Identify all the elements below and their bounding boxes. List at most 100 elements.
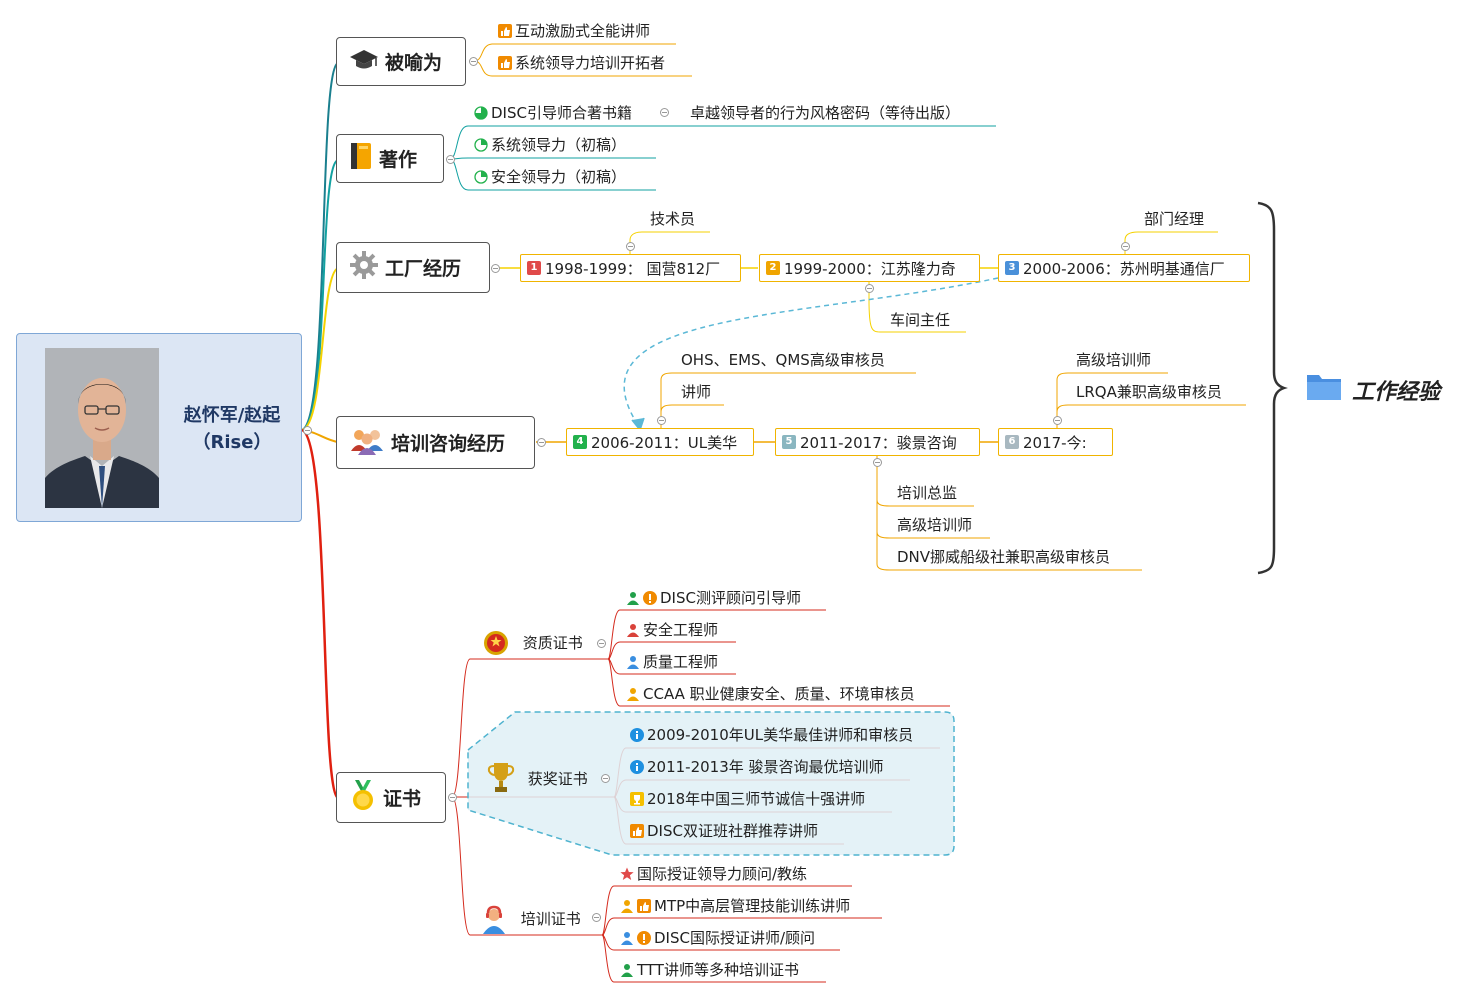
person-name-block: 赵怀军/赵起 （Rise） <box>177 402 287 456</box>
training-cert-item[interactable]: DISC国际授证讲师/顾问 <box>620 929 815 947</box>
training-stage-5-role[interactable]: DNV挪威船级社兼职高级审核员 <box>897 548 1111 566</box>
topic-certs[interactable]: 证书 <box>336 772 446 823</box>
star-icon <box>620 867 634 881</box>
thumbs-up-icon <box>498 24 512 38</box>
progress-75-icon <box>474 106 488 120</box>
collapse-zizhi-icon[interactable] <box>597 639 606 648</box>
branch-zhuzuo <box>301 159 339 431</box>
person-orange-icon <box>626 687 640 701</box>
gear-icon <box>349 250 379 285</box>
training-stage-4-role[interactable]: 讲师 <box>681 383 712 401</box>
thumbs-up-icon <box>637 899 651 913</box>
cert-item[interactable]: DISC测评顾问引导师 <box>626 589 801 607</box>
zhuzuo-item-disc-book[interactable]: DISC引导师合著书籍 <box>474 104 632 122</box>
collapse-huojiang-icon[interactable] <box>601 774 610 783</box>
topic-certs-label: 证书 <box>383 788 422 810</box>
collapse-stage-1-icon[interactable] <box>626 242 635 251</box>
topic-beiyu-label: 被喻为 <box>385 52 443 74</box>
topic-zhuzuo[interactable]: 著作 <box>336 134 444 183</box>
topic-training-label: 培训咨询经历 <box>391 433 506 455</box>
topic-training[interactable]: 培训咨询经历 <box>336 416 535 469</box>
warning-icon <box>637 931 651 945</box>
training-stage-6-role[interactable]: LRQA兼职高级审核员 <box>1076 383 1222 401</box>
topic-beiyu[interactable]: 被喻为 <box>336 37 466 86</box>
topic-zhuzuo-label: 著作 <box>379 149 418 171</box>
person-red-icon <box>626 623 640 637</box>
collapse-stage-6-icon[interactable] <box>1053 416 1062 425</box>
award-item[interactable]: DISC双证班社群推荐讲师 <box>630 822 818 840</box>
award-item[interactable]: 2011-2013年 骏景咨询最优培训师 <box>630 758 884 776</box>
collapse-certs-icon[interactable] <box>448 793 457 802</box>
award-item[interactable]: 2009-2010年UL美华最佳讲师和审核员 <box>630 726 913 744</box>
beiyu-item[interactable]: 互动激励式全能讲师 <box>498 22 650 40</box>
collapse-central-icon[interactable] <box>303 426 312 435</box>
profile-photo <box>45 348 159 508</box>
headset-person-icon <box>481 904 507 934</box>
collapse-stage-5-icon[interactable] <box>873 458 882 467</box>
progress-25-icon <box>474 170 488 184</box>
collapse-stage-4-icon[interactable] <box>657 416 666 425</box>
collapse-peixun-icon[interactable] <box>592 913 601 922</box>
award-item[interactable]: 2018年中国三师节诚信十强讲师 <box>630 790 865 808</box>
info-icon <box>630 760 644 774</box>
beiyu-item[interactable]: 系统领导力培训开拓者 <box>498 54 665 72</box>
collapse-training-icon[interactable] <box>537 438 546 447</box>
progress-25-icon <box>474 138 488 152</box>
cert-group-peixun[interactable]: 培训证书 <box>481 904 581 934</box>
number-badge-2: 2 <box>766 261 780 275</box>
person-green-icon <box>626 591 640 605</box>
number-badge-5: 5 <box>782 435 796 449</box>
cert-item[interactable]: CCAA 职业健康安全、质量、环境审核员 <box>626 685 915 703</box>
cert-group-huojiang[interactable]: 获奖证书 <box>486 760 588 794</box>
training-stage-5-role[interactable]: 高级培训师 <box>897 516 973 534</box>
trophy-icon <box>486 760 516 794</box>
central-topic[interactable]: 赵怀军/赵起 （Rise） <box>16 333 302 522</box>
collapse-disc-book-icon[interactable] <box>660 108 669 117</box>
factory-stage-2-role[interactable]: 车间主任 <box>890 311 951 329</box>
topic-factory[interactable]: 工厂经历 <box>336 242 490 293</box>
person-blue-icon <box>626 655 640 669</box>
number-badge-6: 6 <box>1005 435 1019 449</box>
small-trophy-icon <box>630 792 644 806</box>
zhuzuo-item-safe[interactable]: 安全领导力（初稿） <box>474 168 626 186</box>
number-badge-3: 3 <box>1005 261 1019 275</box>
work-experience-summary[interactable]: 工作经验 <box>1352 380 1441 405</box>
training-cert-item[interactable]: MTP中高层管理技能训练讲师 <box>620 897 850 915</box>
collapse-stage-2-icon[interactable] <box>865 284 874 293</box>
person-green-icon <box>620 963 634 977</box>
thumbs-up-icon <box>630 824 644 838</box>
training-stage-5-role[interactable]: 培训总监 <box>897 484 958 502</box>
warning-icon <box>643 591 657 605</box>
medal-icon <box>349 779 377 816</box>
training-cert-item[interactable]: TTT讲师等多种培训证书 <box>620 961 799 979</box>
person-blue-icon <box>620 931 634 945</box>
factory-stage-1-role[interactable]: 技术员 <box>650 210 696 228</box>
zhuzuo-item-disc-book-child[interactable]: 卓越领导者的行为风格密码（等待出版） <box>690 104 961 122</box>
number-badge-1: 1 <box>527 261 541 275</box>
factory-stage-3-role[interactable]: 部门经理 <box>1144 210 1205 228</box>
thumbs-up-icon <box>498 56 512 70</box>
training-stage-4-role[interactable]: OHS、EMS、QMS高级审核员 <box>681 351 885 369</box>
emblem-icon <box>483 630 509 656</box>
training-stage-6-role[interactable]: 高级培训师 <box>1076 351 1152 369</box>
cert-item[interactable]: 安全工程师 <box>626 621 718 639</box>
people-group-icon <box>349 425 385 460</box>
zhuzuo-item-sys[interactable]: 系统领导力（初稿） <box>474 136 626 154</box>
collapse-beiyu-icon[interactable] <box>469 57 478 66</box>
collapse-factory-icon[interactable] <box>491 264 500 273</box>
collapse-stage-3-icon[interactable] <box>1121 242 1130 251</box>
cert-group-zizhi[interactable]: 资质证书 <box>483 630 583 656</box>
collapse-zhuzuo-icon[interactable] <box>446 155 455 164</box>
branch-beiyu <box>301 62 339 431</box>
topic-factory-label: 工厂经历 <box>385 258 462 280</box>
cert-item[interactable]: 质量工程师 <box>626 653 718 671</box>
training-cert-item[interactable]: 国际授证领导力顾问/教练 <box>620 865 807 883</box>
person-orange-icon <box>620 899 634 913</box>
